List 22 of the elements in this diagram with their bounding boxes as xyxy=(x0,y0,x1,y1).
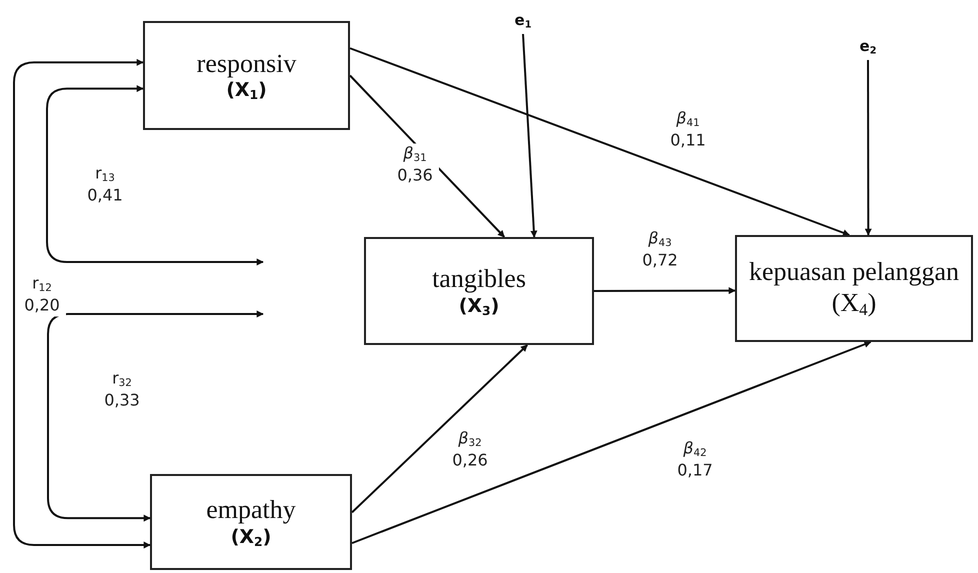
variable-label: (X$_{2}$) xyxy=(230,526,272,550)
variable-label: responsiv xyxy=(196,48,296,80)
variable-box xyxy=(735,235,973,342)
variable-label: empathy xyxy=(206,494,296,526)
arrow xyxy=(352,341,872,544)
variable-box xyxy=(364,237,594,345)
double-headed-arrow xyxy=(13,58,151,549)
variable-box xyxy=(143,21,350,130)
variable-label: tangibles xyxy=(432,263,526,295)
arrow xyxy=(864,60,872,236)
variable-box xyxy=(150,474,352,570)
arrow xyxy=(350,47,850,236)
variable-label: (X$_{3}$) xyxy=(458,294,500,319)
variable-label: (X$_{1}$) xyxy=(226,79,267,104)
error-label: e$_{1}$ xyxy=(514,10,532,32)
double-headed-arrow xyxy=(46,85,264,266)
variable-label: kepuasan pelanggan (X$_{4}$) xyxy=(748,256,960,321)
double-headed-arrow xyxy=(47,310,264,522)
error-label: e$_{2}$ xyxy=(860,36,876,58)
arrow xyxy=(351,344,528,514)
arrow xyxy=(522,34,538,238)
arrow xyxy=(594,287,736,294)
